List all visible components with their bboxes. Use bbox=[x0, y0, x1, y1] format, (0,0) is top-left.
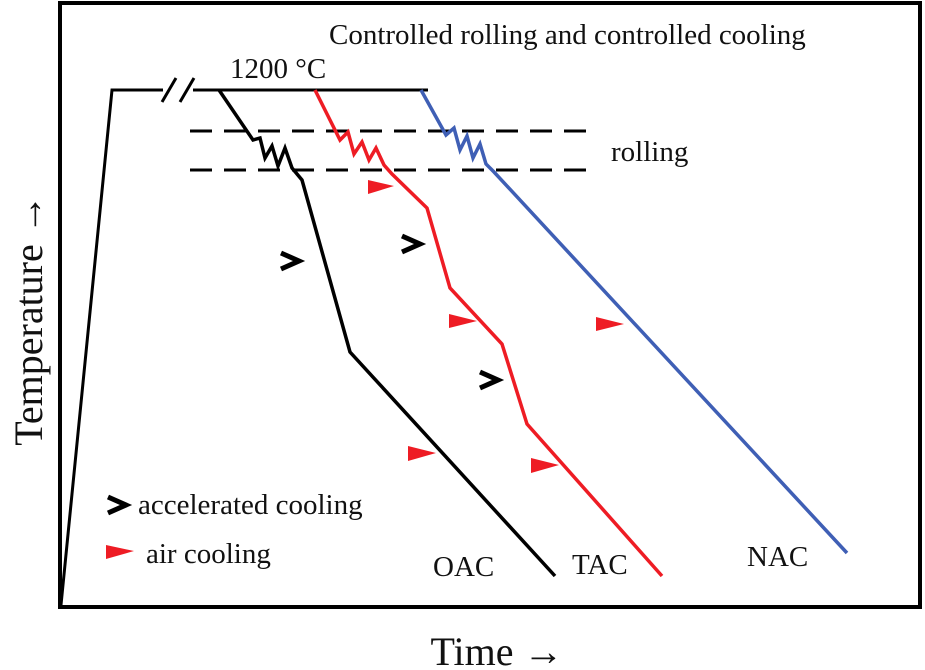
nac-label: NAC bbox=[747, 541, 808, 573]
tac-curve bbox=[313, 89, 664, 578]
y-axis-label: Temperature → bbox=[6, 194, 51, 446]
rolling-band bbox=[190, 129, 598, 172]
air-cooling-markers bbox=[368, 180, 624, 473]
nac-curve bbox=[419, 89, 849, 555]
oac-label: OAC bbox=[433, 551, 494, 583]
heating-and-hold-line bbox=[59, 77, 428, 606]
x-axis-label: Time → bbox=[430, 629, 563, 670]
air-cooling-marker-1 bbox=[368, 180, 394, 194]
diagram-title: Controlled rolling and controlled coolin… bbox=[329, 19, 806, 51]
oac-curve bbox=[217, 89, 557, 578]
accelerated-cooling-marker-oac bbox=[279, 250, 306, 272]
accelerated-cooling-marker-tac-2 bbox=[478, 369, 505, 391]
air-cooling-marker-3 bbox=[596, 317, 624, 331]
plot-frame bbox=[58, 1, 922, 609]
tac-label: TAC bbox=[572, 549, 628, 581]
accelerated-cooling-markers bbox=[279, 233, 505, 391]
air-cooling-marker-4 bbox=[408, 446, 436, 461]
temperature-1200-label: 1200 °C bbox=[230, 53, 326, 85]
legend-air-icon bbox=[106, 545, 134, 559]
rolling-label: rolling bbox=[611, 136, 688, 168]
air-cooling-marker-5 bbox=[531, 458, 559, 473]
air-cooling-marker-2 bbox=[449, 314, 477, 328]
legend-accelerated-label: accelerated cooling bbox=[138, 489, 363, 521]
legend-air-label: air cooling bbox=[146, 538, 271, 570]
accelerated-cooling-marker-tac-1 bbox=[400, 233, 427, 255]
legend-accelerated-icon bbox=[106, 494, 133, 516]
